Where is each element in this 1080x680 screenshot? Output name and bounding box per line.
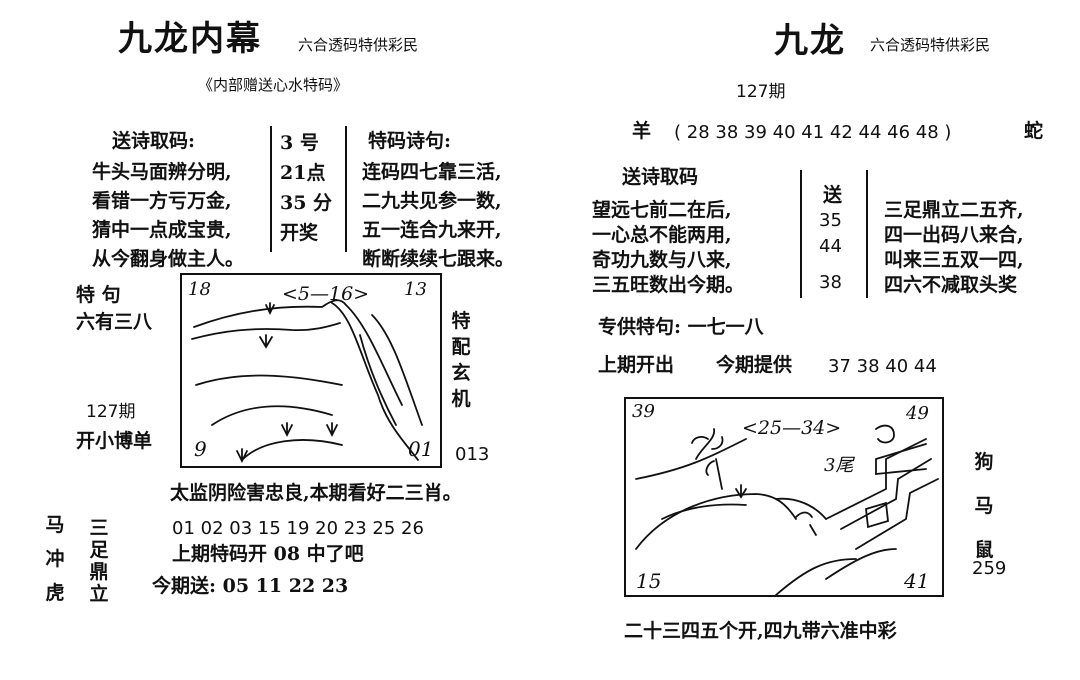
left-poem: 牛头马面辨分明, 看错一方亏万金, 猜中一点成宝贵, 从今翻身做主人。 — [92, 158, 244, 274]
right-side-number: 259 — [972, 558, 1007, 579]
right-send-number: 38 — [819, 272, 842, 293]
ma-chong-hu-char: 冲 — [45, 548, 65, 570]
right-sketch-drawing — [635, 424, 939, 595]
san-zu-ding-li-char: 鼎 — [89, 561, 109, 583]
left-subtitle: 六合透码特供彩民 — [298, 36, 419, 54]
right-divider-2 — [866, 170, 868, 298]
left-box-range: <5—16> — [282, 283, 370, 305]
right-last-out: 上期开出 — [598, 354, 675, 376]
animal-char: 马 — [974, 495, 994, 517]
right-divider-1 — [800, 170, 802, 298]
right-send-number: 44 — [819, 236, 842, 257]
left-poem-line: 牛头马面辨分明, — [92, 161, 232, 183]
left-last-special: 上期特码开 08 中了吧 — [172, 543, 364, 565]
left-verse: 太监阴险害忠良,本期看好二三肖。 — [170, 482, 462, 504]
right-verse-line: 三足鼎立二五齐, — [884, 199, 1024, 221]
right-send-label: 送 — [823, 184, 843, 206]
ma-chong-hu-char: 马 — [45, 514, 65, 536]
right-poem-line: 一心总不能两用, — [592, 224, 732, 246]
right-offer-numbers: 37 38 40 44 — [828, 356, 937, 377]
right-send-number: 35 — [819, 210, 842, 231]
right-verse-line: 四一出码八来合, — [884, 224, 1024, 246]
left-tagline: 《内部赠送心水特码》 — [198, 76, 349, 94]
left-side-column: 特 配 玄 机 — [450, 308, 472, 412]
left-sketch-box: 18 <5—16> 13 9 01 — [180, 273, 442, 468]
right-yang-label: 羊 — [632, 120, 652, 142]
side-char: 玄 — [451, 362, 471, 384]
san-zu-ding-li: 三 足 鼎 立 — [88, 517, 110, 605]
right-poem-header: 送诗取码 — [622, 166, 699, 188]
right-animals: 狗 马 鼠 — [973, 440, 995, 572]
left-poem-line: 看错一方亏万金, — [92, 190, 232, 212]
special-poem-line: 连码四七靠三活, — [362, 161, 502, 183]
right-poem-line: 三五旺数出今期。 — [592, 274, 745, 296]
ma-chong-hu: 马 冲 虎 — [44, 508, 66, 610]
draw-time-line: 3 号 — [280, 132, 319, 154]
animal-char: 鼠 — [974, 539, 994, 561]
left-divider-2 — [345, 126, 347, 252]
left-today-send: 今期送: 05 11 22 23 — [152, 575, 349, 597]
right-she-label: 蛇 — [1024, 120, 1044, 142]
draw-time-line: 21点 — [280, 162, 326, 184]
left-side-number: 013 — [455, 444, 490, 465]
left-box-top-right: 13 — [404, 279, 427, 300]
left-period: 127期 — [86, 402, 136, 422]
draw-time-line: 35 分 — [280, 192, 333, 214]
draw-time-line: 开奖 — [280, 222, 319, 244]
left-box-bottom-left: 9 — [194, 437, 207, 461]
right-box-range: <25—34> — [742, 417, 842, 439]
left-teju-label: 特 句 — [76, 284, 121, 306]
right-poem: 望远七前二在后, 一心总不能两用, 奇功九数与八来, 三五旺数出今期。 — [592, 198, 744, 298]
left-box-bottom-right: 01 — [408, 437, 434, 461]
right-poem-line: 奇功九数与八来, — [592, 249, 732, 271]
right-verse-line: 四六不减取头奖 — [884, 274, 1018, 296]
right-box-mid: 3尾 — [824, 455, 854, 476]
left-special-poem: 连码四七靠三活, 二九共见参一数, 五一连合九来开, 断断续续七跟来。 — [362, 158, 514, 274]
left-box-top-left: 18 — [188, 279, 211, 300]
left-numbers-line: 01 02 03 15 19 20 23 25 26 — [172, 518, 424, 539]
special-poem-line: 二九共见参一数, — [362, 190, 502, 212]
left-special-header: 特码诗句: — [368, 130, 452, 152]
san-zu-ding-li-char: 足 — [89, 539, 109, 561]
left-poem-header: 送诗取码: — [112, 130, 196, 152]
side-char: 特 — [451, 310, 471, 332]
right-box-bottom-right: 41 — [904, 569, 930, 593]
side-char: 机 — [451, 388, 471, 410]
left-title: 九龙内幕 — [118, 19, 262, 59]
left-draw-time: 3 号 21点 35 分 开奖 — [280, 128, 332, 248]
right-footer: 二十三四五个开,四九带六准中彩 — [624, 620, 897, 642]
right-special-phrase: 专供特句: 一七一八 — [598, 316, 764, 338]
right-yang-numbers: ( 28 38 39 40 41 42 44 46 48 ) — [674, 122, 952, 143]
right-sketch-box: 39 <25—34> 49 3尾 15 41 — [624, 397, 944, 597]
right-subtitle: 六合透码特供彩民 — [870, 36, 991, 54]
side-char: 配 — [451, 336, 471, 358]
right-verse: 三足鼎立二五齐, 四一出码八来合, 叫来三五双一四, 四六不减取头奖 — [884, 198, 1024, 298]
right-title: 九龙 — [774, 21, 846, 61]
right-today-offer: 今期提供 — [716, 354, 793, 376]
right-box-top-left: 39 — [632, 401, 655, 422]
special-poem-line: 五一连合九来开, — [362, 219, 502, 241]
right-box-bottom-left: 15 — [636, 569, 662, 593]
left-sketch-drawing — [191, 299, 423, 464]
ma-chong-hu-char: 虎 — [45, 582, 65, 604]
animal-char: 狗 — [974, 451, 994, 473]
right-verse-line: 叫来三五双一四, — [884, 249, 1024, 271]
special-poem-line: 断断续续七跟来。 — [362, 248, 515, 270]
right-period: 127期 — [736, 82, 786, 102]
san-zu-ding-li-char: 立 — [89, 583, 109, 605]
right-box-top-right: 49 — [906, 403, 929, 424]
left-teju-text: 六有三八 — [76, 311, 153, 333]
left-poem-line: 猜中一点成宝贵, — [92, 219, 232, 241]
left-poem-line: 从今翻身做主人。 — [92, 248, 245, 270]
san-zu-ding-li-char: 三 — [89, 517, 109, 539]
left-divider-1 — [270, 126, 272, 252]
left-open-text: 开小博单 — [76, 430, 153, 452]
right-poem-line: 望远七前二在后, — [592, 199, 732, 221]
